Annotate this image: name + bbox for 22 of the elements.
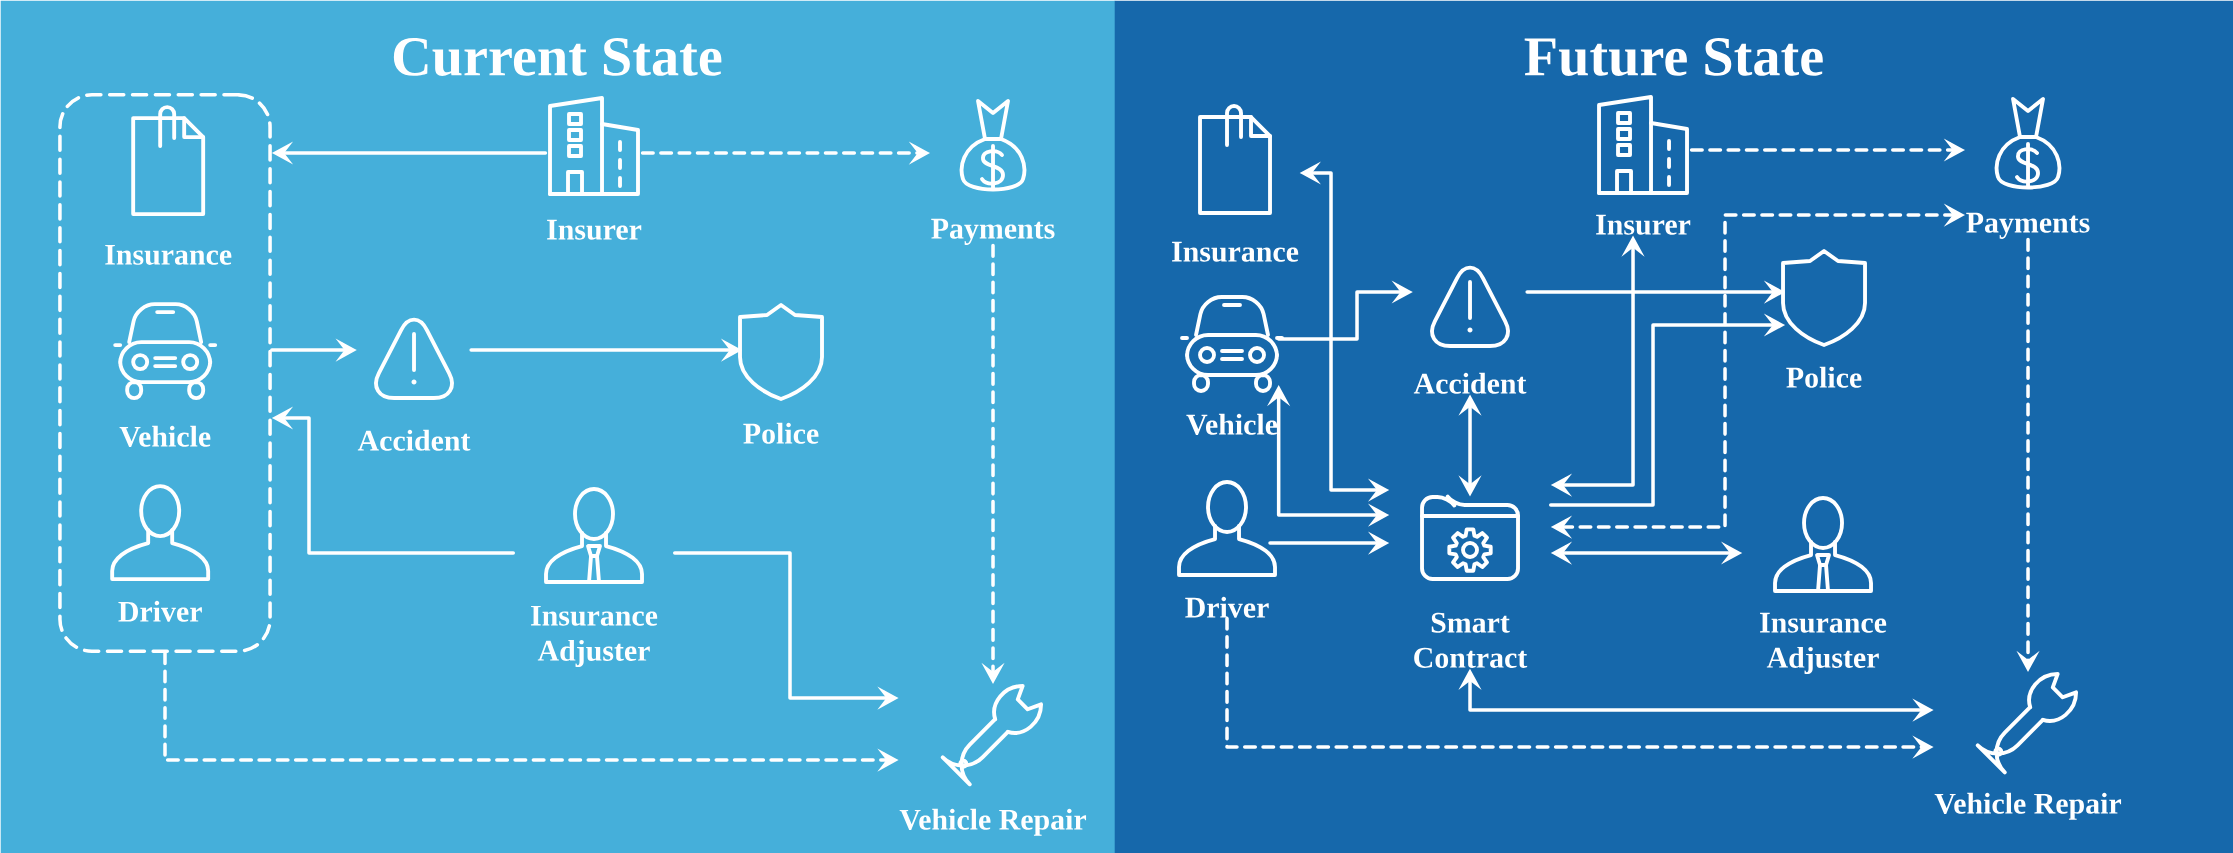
icon-label: Insurance Adjuster (531, 605, 658, 667)
panel-title: Future State (1524, 38, 1823, 76)
icon-label: Police (743, 422, 819, 444)
icon-label: Vehicle (1186, 413, 1278, 435)
panel-title: Current State (393, 38, 722, 76)
icon-label: Insurer (547, 219, 642, 240)
icon-label: Accident (357, 429, 471, 451)
icon-label: Payments (931, 218, 1055, 245)
icon-label: Vehicle (119, 425, 211, 447)
icon-label: Driver (1185, 596, 1269, 618)
icon-label: Payments (1966, 212, 2090, 239)
dashed-group-box (58, 93, 272, 653)
icon-label: Insurance (1172, 241, 1299, 262)
icon-label: Accident (1413, 372, 1527, 394)
icon-label: Vehicle Repair (899, 808, 1087, 836)
icon-label: Insurance (105, 244, 232, 265)
icon-label: Insurance Adjuster (1760, 612, 1887, 674)
icon-label: Police (1786, 366, 1862, 388)
icon-label: Smart Contract (1414, 612, 1528, 668)
icon-label: Vehicle Repair (1934, 792, 2122, 820)
icon-label: Insurer (1596, 214, 1691, 235)
icon-label: Driver (118, 600, 202, 622)
